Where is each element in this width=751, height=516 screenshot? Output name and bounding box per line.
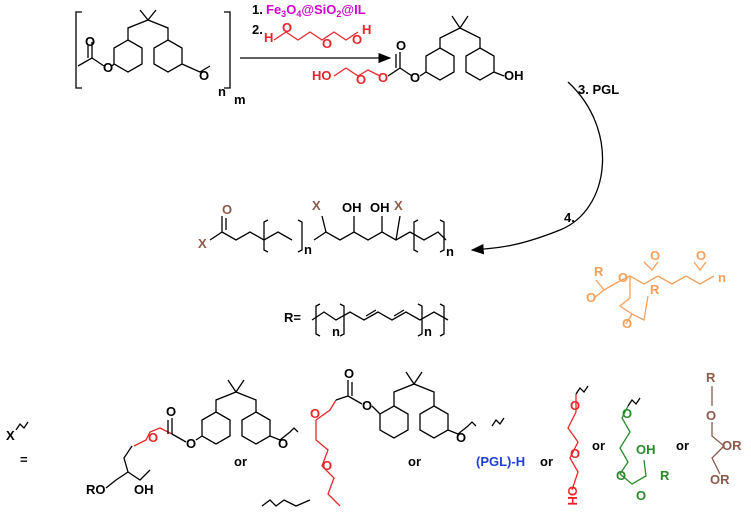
polymer-n: n: [218, 84, 226, 99]
svg-text:O: O: [148, 430, 158, 445]
svg-text:O: O: [706, 408, 716, 423]
step2-h-right: H: [362, 22, 371, 37]
epoxidized-oil: R O O O O O n R: [586, 248, 726, 331]
svg-text:O: O: [622, 316, 632, 331]
svg-text:O: O: [166, 404, 176, 419]
epoxide-r1: R: [594, 264, 604, 279]
svg-text:O: O: [622, 406, 632, 421]
step1-num: 1.: [252, 2, 263, 17]
svg-text:O: O: [410, 70, 420, 85]
polyol-x-mid: X: [312, 198, 321, 213]
product1-ho: HO: [312, 68, 332, 83]
svg-text:O: O: [362, 398, 372, 413]
svg-text:O: O: [310, 406, 320, 421]
svg-text:OH: OH: [565, 486, 580, 506]
svg-text:O: O: [199, 68, 209, 83]
x-def-eq: =: [20, 452, 28, 467]
step4-label: 4.: [564, 210, 575, 225]
svg-text:O: O: [616, 468, 626, 483]
r-def-n1: n: [332, 324, 340, 339]
svg-text:O: O: [222, 202, 232, 217]
epoxide-r2: R: [650, 282, 660, 297]
x-def-or-3: or: [540, 454, 553, 469]
r-definition: R= n n: [284, 303, 449, 339]
product-1: HO O O O O OH: [312, 15, 524, 87]
step2-num: 2.: [252, 22, 263, 37]
svg-text:O: O: [618, 270, 628, 285]
svg-text:O: O: [570, 398, 580, 413]
polycarbonate-structure: O O O n m: [75, 9, 246, 107]
svg-text:O: O: [650, 248, 660, 263]
epoxide-n: n: [718, 270, 726, 285]
polyol-product: X O n X OH OH X n: [198, 198, 454, 259]
svg-text:O: O: [636, 488, 646, 503]
svg-text:O: O: [356, 72, 366, 87]
svg-text:R: R: [706, 370, 716, 385]
polyol-n1: n: [304, 242, 312, 257]
polyol-n2: n: [446, 244, 454, 259]
x-def-or-2: or: [408, 454, 421, 469]
polyol-oh2: OH: [370, 200, 390, 215]
x-def-or-b1: OR: [722, 438, 742, 453]
polyol-x-right: X: [394, 198, 403, 213]
x-def-ro: RO: [86, 482, 106, 497]
x-def-or-1: or: [234, 454, 247, 469]
r-def-n2: n: [424, 324, 432, 339]
svg-text:O: O: [344, 366, 354, 381]
x-def-pgl: (PGL)-H: [476, 454, 525, 469]
svg-text:O: O: [586, 290, 596, 305]
step-1-2: 1. Fe3O4@SiO2@IL 2. H O O O H: [240, 2, 392, 64]
svg-text:O: O: [696, 248, 706, 263]
svg-text:O: O: [378, 70, 388, 85]
x-def-or-4: or: [592, 438, 605, 453]
svg-text:O: O: [282, 20, 292, 35]
svg-text:O: O: [278, 436, 288, 451]
svg-text:O: O: [456, 430, 466, 445]
polyol-x-left: X: [198, 236, 207, 251]
svg-text:O: O: [352, 32, 362, 47]
x-def-oh: OH: [134, 482, 154, 497]
svg-text:O: O: [570, 446, 580, 461]
svg-text:O: O: [396, 38, 406, 53]
svg-text:O: O: [103, 60, 113, 75]
r-def-label: R=: [284, 310, 301, 325]
polyol-oh1: OH: [342, 200, 362, 215]
x-def-or-5: or: [676, 438, 689, 453]
polymer-m: m: [234, 92, 246, 107]
x-def-oh-green: OH: [636, 442, 656, 457]
x-def-or-b2: OR: [710, 472, 730, 487]
step1-reagent: Fe3O4@SiO2@IL: [266, 2, 366, 19]
svg-text:O: O: [322, 458, 332, 473]
step3-label: 3. PGL: [578, 82, 619, 97]
x-def-r-green: R: [660, 468, 670, 483]
svg-text:O: O: [85, 34, 95, 49]
x-def-label: X: [6, 428, 15, 443]
svg-text:O: O: [322, 36, 332, 51]
x-definition: X = RO OH O O O O or O O O O O or: [6, 366, 742, 507]
step3-4-arrow: [470, 81, 604, 255]
product1-oh: OH: [504, 68, 524, 83]
step2-h-left: H: [264, 30, 273, 45]
svg-text:O: O: [186, 436, 196, 451]
